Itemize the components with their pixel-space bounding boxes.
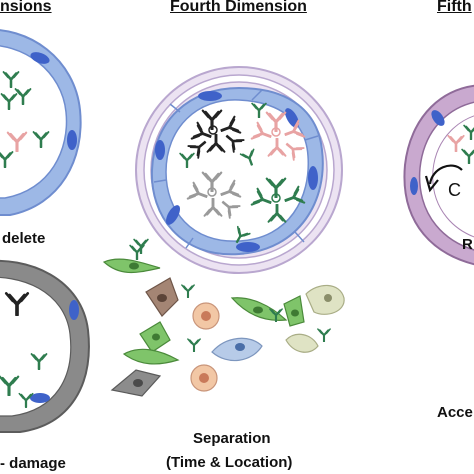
- right-panel-header: Fifth: [437, 0, 472, 15]
- left-top-caption: delete: [2, 230, 46, 247]
- tissue-cells: [102, 238, 345, 397]
- left-bottom-vessel: [0, 259, 90, 433]
- left-panel-header: nsions: [0, 0, 52, 15]
- center-panel-header: Fourth Dimension: [170, 0, 307, 15]
- center-caption-line1: Separation: [193, 430, 271, 447]
- right-circle-letter: C: [448, 180, 461, 200]
- right-mid-caption: Acce: [437, 404, 473, 421]
- center-vessel: [150, 86, 324, 256]
- center-antibody-clusters: [128, 102, 306, 260]
- center-caption-line2: (Time & Location): [166, 454, 293, 471]
- left-top-vessel: [0, 29, 82, 216]
- right-partial-caption: R: [462, 236, 473, 253]
- rotation-arrow-icon: [424, 164, 463, 193]
- left-bottom-caption: - damage: [0, 455, 66, 472]
